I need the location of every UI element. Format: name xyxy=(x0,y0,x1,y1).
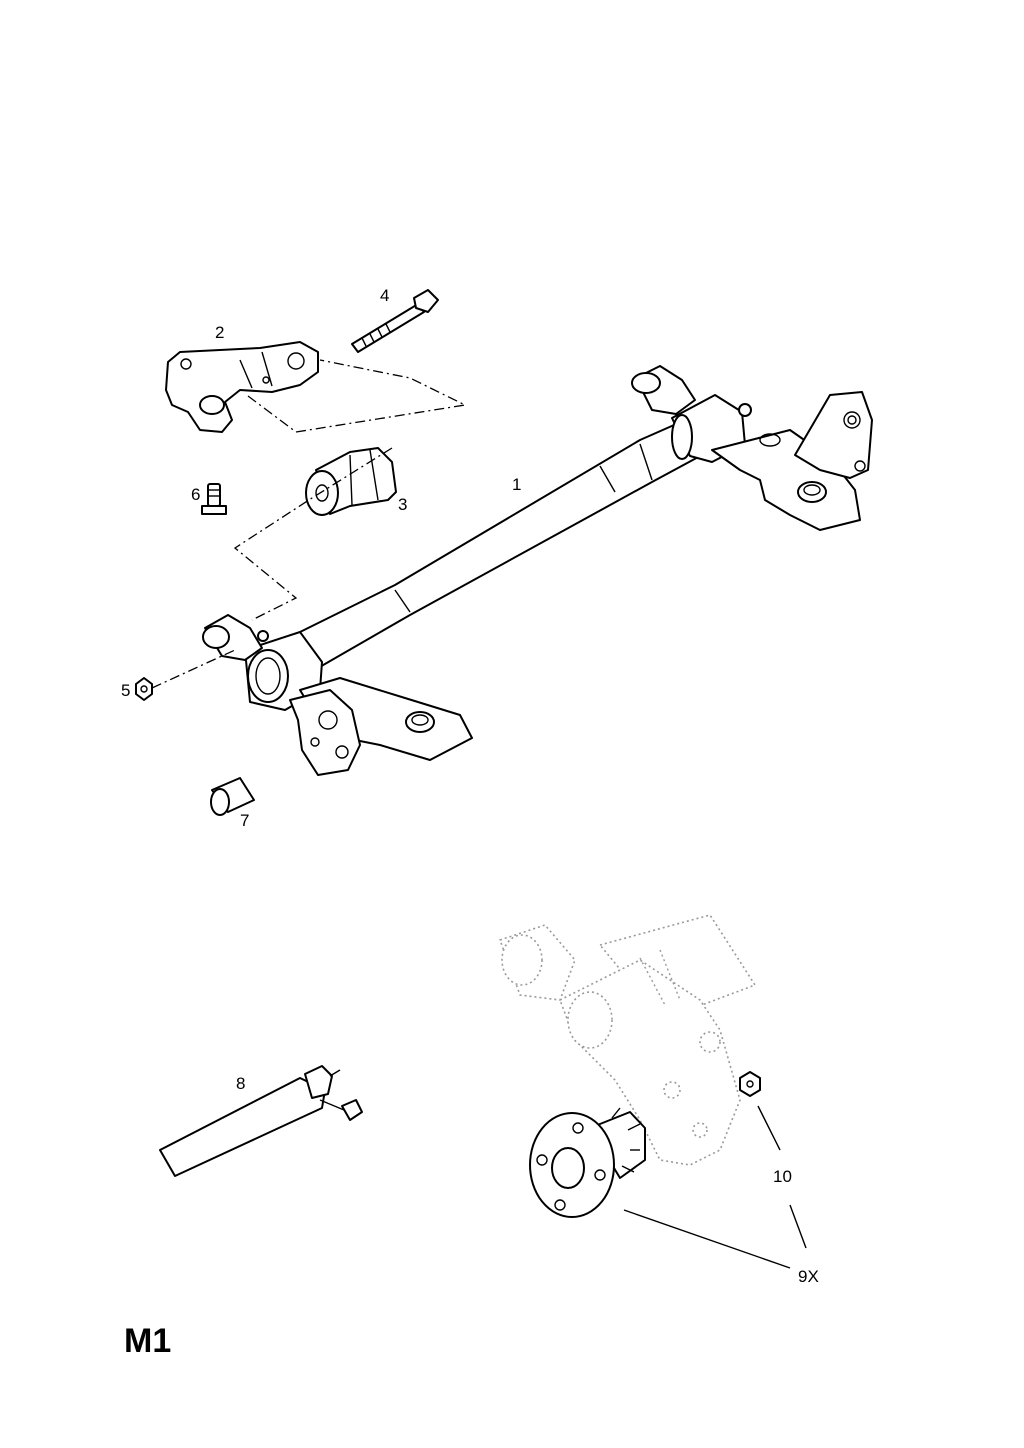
short-bolt xyxy=(201,483,227,515)
long-bolt xyxy=(351,289,439,353)
callout-9x: 9X xyxy=(798,1267,819,1286)
rubber-bush xyxy=(305,447,397,516)
callout-5: 5 xyxy=(121,681,131,700)
callout-7: 7 xyxy=(240,811,250,830)
sheet-code: M1 xyxy=(124,1322,172,1360)
wheel-hub xyxy=(529,1107,646,1218)
mounting-bracket xyxy=(165,341,319,433)
assembly-lines xyxy=(151,359,468,689)
callout-3: 3 xyxy=(398,495,408,514)
callout-6: 6 xyxy=(191,485,201,504)
callout-4: 4 xyxy=(380,286,390,305)
callout-8: 8 xyxy=(236,1074,246,1093)
leader-lines xyxy=(623,1105,807,1269)
sleeve xyxy=(210,777,255,816)
hex-nut xyxy=(135,677,153,701)
ghosted-axle-context xyxy=(498,914,757,1166)
callout-2: 2 xyxy=(215,323,225,342)
callout-1: 1 xyxy=(512,475,522,494)
callout-10: 10 xyxy=(773,1167,792,1186)
installer-tool xyxy=(159,1065,363,1177)
axle-beam xyxy=(202,365,873,776)
hub-nut xyxy=(739,1071,761,1097)
